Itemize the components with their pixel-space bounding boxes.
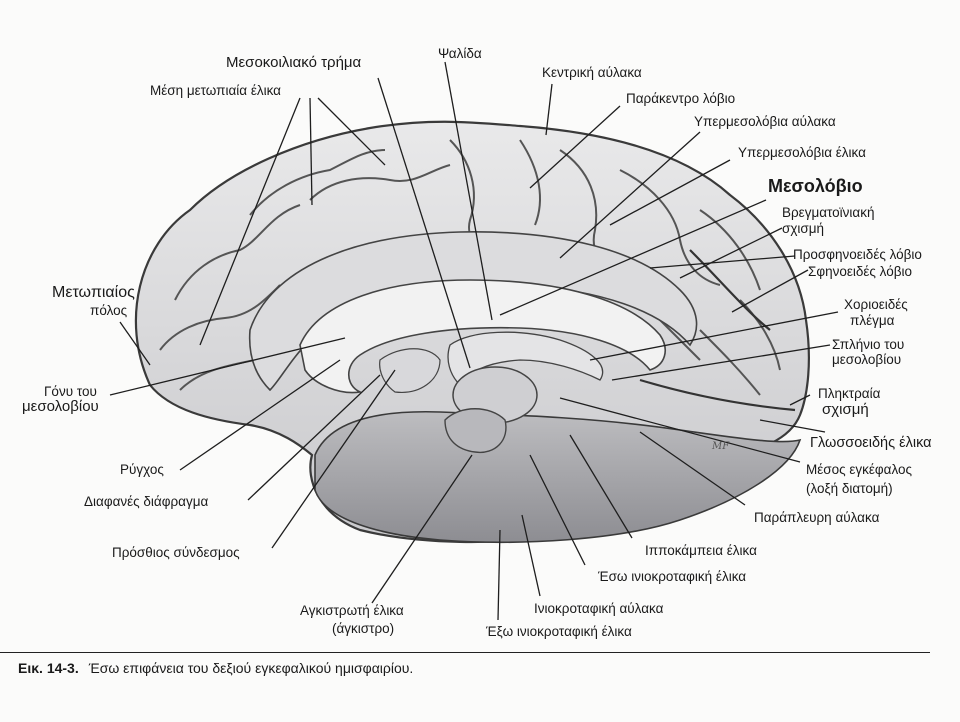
label-parieto-occipital-1: Βρεγματοϊνιακή [782,205,875,220]
label-genu-1: Γόνυ του [44,384,97,399]
label-midbrain-2: (λοξή διατομή) [806,481,893,496]
cingulate-gyrus [248,231,698,392]
label-frontal-pole-2: πόλος [90,303,128,318]
label-choroid-plexus-2: πλέγμα [850,313,895,328]
label-calcarine-2: σχισμή [822,401,869,418]
corpus-callosum [299,279,666,394]
label-medial-frontal-gyrus: Μέση μετωπιαία έλικα [150,83,281,98]
label-anterior-commissure: Πρόσθιος σύνδεσμος [112,545,240,560]
septum-pellucidum [379,348,441,393]
label-precuneus: Προσφηνοειδές λόβιο [793,247,922,262]
label-splenium-2: μεσολοβίου [832,352,902,367]
label-interventricular-foramen: Μεσοκοιλιακό τρήμα [226,54,362,71]
uncus [444,408,507,454]
caption-divider [0,652,930,653]
label-rostrum: Ρύγχος [120,462,164,477]
label-choroid-plexus-1: Χοριοειδές [844,297,908,312]
caption-number: Εικ. 14-3. [18,660,79,676]
occipital-fissures [639,249,796,412]
label-occipitotemporal-sulcus: Ινιοκροταφική αύλακα [534,601,664,616]
label-fornix: Ψαλίδα [438,46,482,61]
figure-caption: Εικ. 14-3. Έσω επιφάνεια του δεξιού εγκεφ… [18,660,413,676]
temporal-lobe-surface [314,410,802,544]
label-parieto-occipital-2: σχισμή [782,221,825,236]
caption-text: Έσω επιφάνεια του δεξιού εγκεφαλικού ημι… [88,660,414,676]
label-frontal-pole-1: Μετωπιαίος [52,284,135,301]
leader-lines [109,61,839,621]
label-splenium-1: Σπλήνιο του [832,337,905,352]
artist-signature: MF [712,441,730,452]
label-genu-2: μεσολοβίου [22,398,99,415]
label-cingulate-gyrus: Υπερμεσολόβια έλικα [738,145,866,160]
label-central-sulcus: Κεντρική αύλακα [542,65,642,80]
label-corpus-callosum: Μεσολόβιο [768,176,863,196]
label-medial-occipitotemporal: Έσω ινιοκροταφική έλικα [598,569,747,584]
label-collateral-sulcus: Παράπλευρη αύλακα [754,510,880,525]
label-paracentral-lobule: Παράκεντρο λόβιο [626,91,736,106]
label-septum-pellucidum: Διαφανές διάφραγμα [84,494,209,509]
label-calcarine-1: Πληκτραία [818,386,881,401]
label-uncus-2: (άγκιστρο) [332,621,395,636]
label-lateral-occipitotemporal: Έξω ινιοκροταφική έλικα [486,624,632,639]
label-parahippocampal-gyrus: Ιπποκάμπεια έλικα [645,543,757,558]
label-cuneus: Σφηνοειδές λόβιο [808,264,912,279]
label-uncus-1: Αγκιστρωτή έλικα [300,603,404,618]
label-midbrain-1: Μέσος εγκέφαλος [806,462,913,477]
label-lingual-gyrus: Γλωσσοειδής έλικα [810,435,932,451]
label-callosal-sulcus: Υπερμεσολόβια αύλακα [694,114,836,129]
